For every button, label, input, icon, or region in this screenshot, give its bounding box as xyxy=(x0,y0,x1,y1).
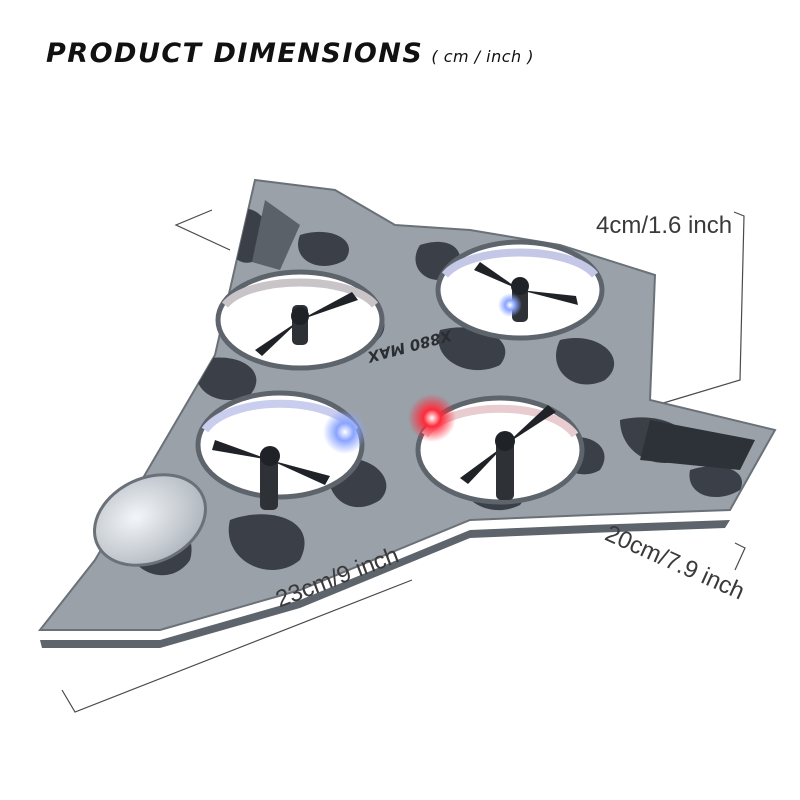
propeller-front-left xyxy=(255,292,358,356)
title-unit: ( cm / inch ) xyxy=(431,47,534,66)
wing-panel-left xyxy=(252,200,300,270)
length-dimension-line xyxy=(61,579,413,713)
led-blue-light xyxy=(323,410,367,454)
page-title: PRODUCT DIMENSIONS ( cm / inch ) xyxy=(46,38,534,69)
height-dimension-label: 4cm/1.6 inch xyxy=(596,212,733,239)
led-blue-light-small xyxy=(498,293,522,317)
led-lights xyxy=(323,293,522,454)
height-dimension-line-right xyxy=(659,211,745,405)
propellers xyxy=(212,262,578,510)
led-red-light xyxy=(408,394,456,442)
dimension-lines xyxy=(61,209,746,713)
title-main: PRODUCT DIMENSIONS xyxy=(46,38,424,69)
cockpit-canopy xyxy=(93,473,207,567)
width-dimension-line xyxy=(734,542,746,571)
propeller-rear-left xyxy=(212,440,330,510)
drone-body xyxy=(37,178,777,648)
wing-panel-right xyxy=(640,420,755,470)
rotor-ducts xyxy=(195,239,605,505)
propeller-rear-right xyxy=(460,405,556,500)
height-dimension-line xyxy=(174,209,231,251)
